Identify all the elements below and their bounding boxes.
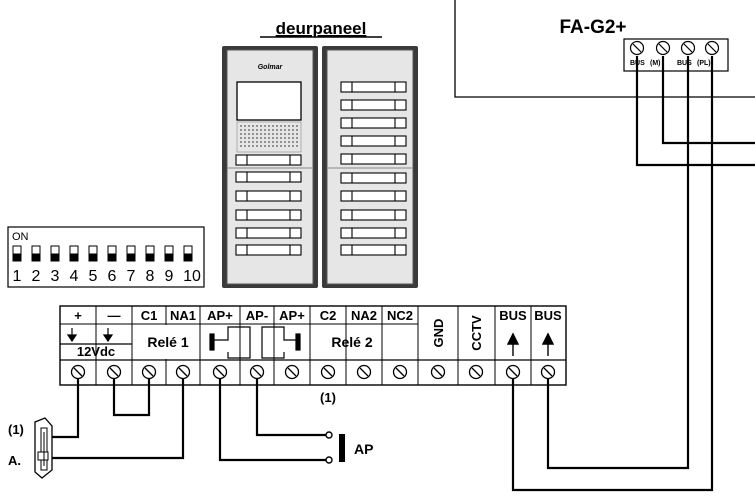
unit-title: FA-G2+: [559, 17, 626, 38]
dip-number-8: 8: [146, 268, 155, 285]
screw-terminals: [70, 364, 556, 380]
header-na2: NA2: [351, 308, 377, 323]
header-minus: —: [108, 308, 121, 323]
push-button-label: AP: [354, 441, 373, 457]
relay1-label: Relé 1: [147, 334, 188, 350]
unit-terminals: [629, 40, 720, 56]
dip-number-6: 6: [108, 268, 117, 285]
header-nc2: NC2: [387, 308, 413, 323]
relay2-label: Relé 2: [331, 334, 372, 350]
right-module-buttons: [340, 81, 407, 256]
lock-label: A.: [8, 453, 21, 468]
terminal-note-marker: (1): [320, 390, 336, 405]
header-cctv: CCTV: [469, 315, 484, 351]
header-ap-minus: AP-: [246, 308, 268, 323]
dip-number-9: 9: [165, 268, 174, 285]
header-gnd: GND: [431, 319, 446, 348]
dip-number-1: 1: [13, 268, 22, 285]
door-panel: deurpaneel Golmar: [222, 19, 418, 288]
unit-label-pl: (PL): [697, 60, 711, 67]
bus-arrows: [506, 332, 555, 356]
electric-lock: [34, 417, 53, 479]
header-c2: C2: [320, 308, 337, 323]
ap-switch-symbols: [209, 326, 301, 359]
terminal-block: + — C1 NA1 AP+ AP- AP+ C2 NA2 NC2 GND CC…: [59, 305, 567, 405]
dip-number-5: 5: [89, 268, 98, 285]
dip-levers: [12, 245, 193, 262]
door-panel-title: deurpaneel: [276, 19, 367, 38]
supply-arrows: [60, 328, 132, 345]
brand-logo: Golmar: [258, 64, 284, 71]
dip-on-label: ON: [12, 231, 29, 243]
wiring: [52, 56, 755, 492]
dip-number-4: 4: [70, 268, 79, 285]
header-ap-plus-2: AP+: [279, 308, 305, 323]
dip-number-3: 3: [51, 268, 60, 285]
dip-number-2: 2: [32, 268, 41, 285]
unit-label-bus-2: BUS: [677, 60, 692, 67]
header-bus-2: BUS: [534, 308, 562, 323]
dip-number-10: 10: [183, 268, 201, 285]
unit-label-m: (M): [650, 60, 661, 67]
header-c1: C1: [141, 308, 158, 323]
header-na1: NA1: [170, 308, 196, 323]
left-module-buttons: [235, 154, 302, 256]
push-button: [325, 431, 345, 464]
supply-label: 12Vdc: [77, 344, 115, 359]
display-window: [236, 81, 302, 121]
dip-number-7: 7: [127, 268, 136, 285]
header-ap-plus: AP+: [207, 308, 233, 323]
header-bus: BUS: [499, 308, 527, 323]
dip-switch: ON 1 2 3 4 5 6 7 8 9 10: [7, 226, 205, 288]
header-plus: +: [74, 308, 82, 323]
speaker-grille: [236, 121, 302, 153]
lock-marker: (1): [8, 422, 24, 437]
fa-g2-unit: FA-G2+ BUS (M) BUS (PL): [454, 0, 755, 98]
